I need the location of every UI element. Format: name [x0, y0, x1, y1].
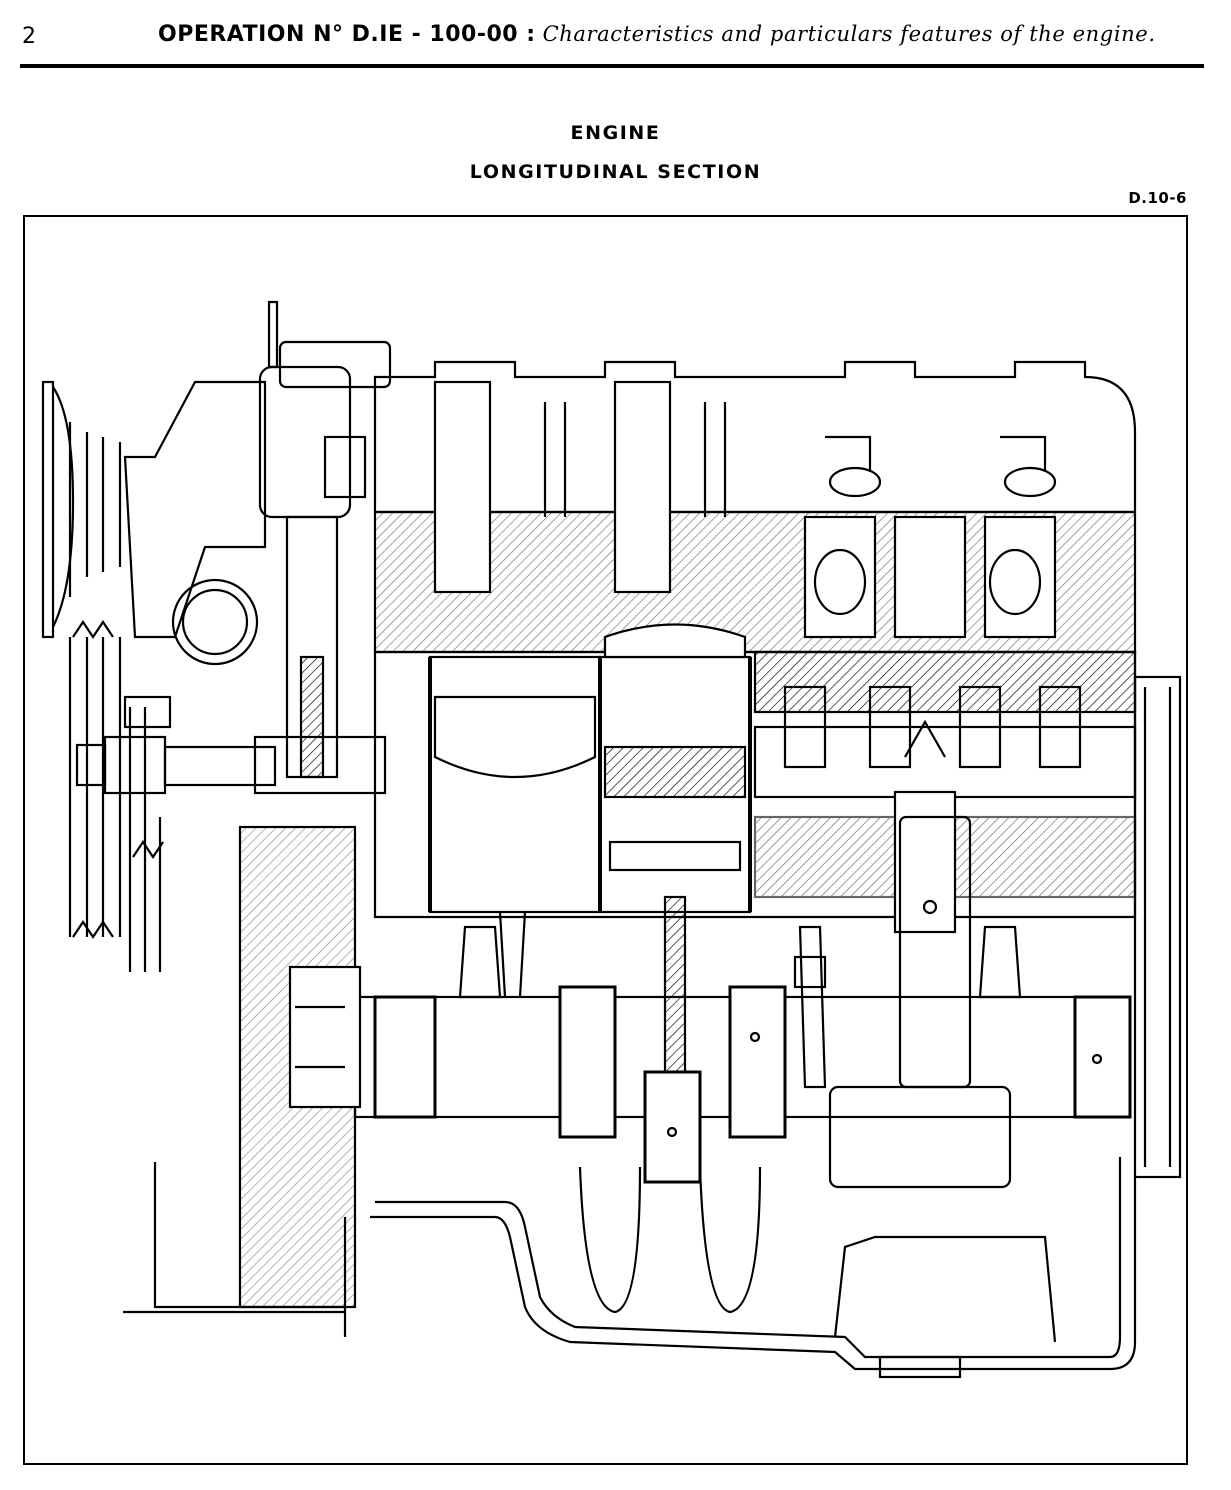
- front-pulleys: [41, 380, 172, 972]
- crankshaft: [353, 895, 1132, 1184]
- page-number: 2: [22, 24, 36, 49]
- camshaft: [753, 685, 1137, 934]
- engine-section-figure: [23, 215, 1188, 1465]
- operation-title: OPERATION N° D.IE - 100-00 : Characteris…: [158, 22, 1156, 47]
- rocker-cover: [373, 360, 1137, 514]
- figure-title-line2: LONGITUDINAL SECTION: [469, 161, 762, 183]
- engine-block: [373, 623, 1137, 919]
- distributor: [258, 300, 392, 779]
- operation-code: OPERATION N° D.IE - 100-00 :: [158, 22, 536, 47]
- figure-reference: D.10-6: [1128, 189, 1187, 207]
- header-rule: [20, 64, 1204, 68]
- timing-chain: [1133, 675, 1182, 1179]
- figure-title-line1: ENGINE: [570, 122, 661, 144]
- water-pump: [123, 380, 267, 666]
- oil-sump: [370, 1157, 1137, 1379]
- engine-cutaway-drawing: [41, 300, 1182, 1379]
- page-header: 2 OPERATION N° D.IE - 100-00 : Character…: [0, 20, 1231, 54]
- operation-description: Characteristics and particulars features…: [542, 22, 1156, 46]
- flywheel: [238, 825, 362, 1309]
- crankshaft-nose: [75, 735, 387, 795]
- connecting-rods: [498, 911, 827, 1089]
- cylinder-head: [373, 380, 1137, 654]
- bell-housing: [123, 1162, 347, 1337]
- oil-pump: [828, 719, 1012, 1189]
